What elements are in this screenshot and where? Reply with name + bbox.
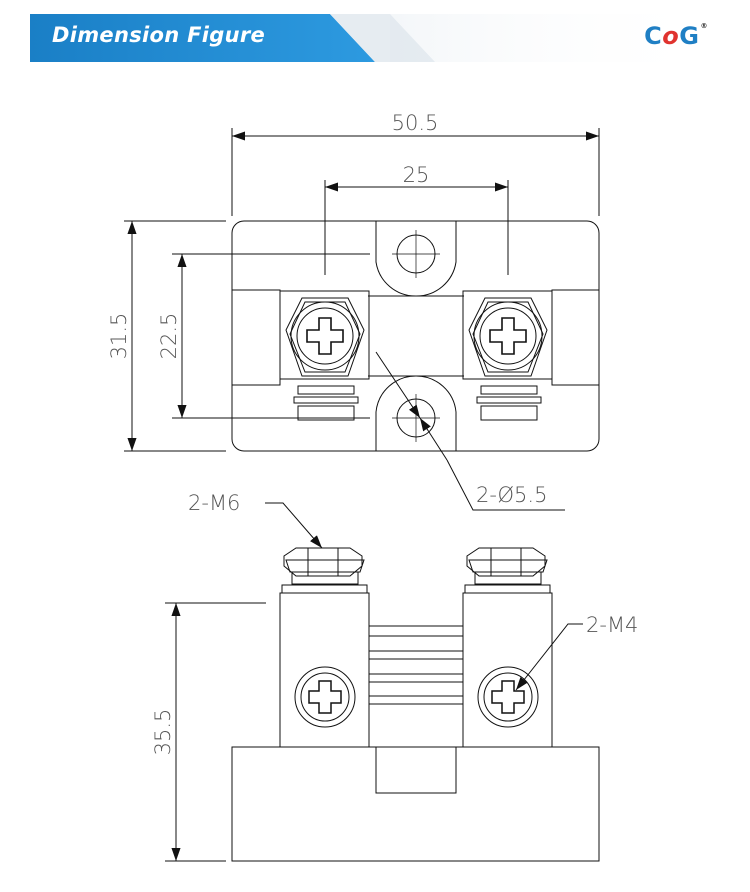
page-title: Dimension Figure (52, 23, 266, 47)
left-terminal-top (279, 290, 370, 421)
header: Dimension Figure CoG® (30, 14, 720, 62)
dim-height-total: 31.5 (107, 313, 131, 360)
logo-registered-mark: ® (700, 22, 708, 30)
header-stripe (330, 14, 720, 62)
logo-letter-c: C (644, 22, 663, 50)
title-banner (30, 14, 375, 62)
dim-height-inner: 22.5 (157, 313, 181, 360)
dim-screw-spacing: 25 (403, 163, 430, 187)
logo-letter-o: o (662, 22, 680, 50)
top-view (124, 128, 600, 511)
left-post-side (279, 547, 370, 748)
brand-logo: CoG® (644, 22, 708, 50)
side-connecting-bars (368, 625, 464, 705)
side-base-notch (375, 746, 457, 794)
side-view (165, 502, 600, 862)
dim-m4-callout: 2-M4 (586, 613, 638, 637)
side-base (231, 746, 600, 862)
logo-letter-g: G (679, 22, 700, 50)
dim-hole-callout: 2-Ø5.5 (476, 483, 547, 507)
right-terminal-top (462, 290, 553, 421)
dim-m6-callout: 2-M6 (188, 491, 240, 515)
right-post-side (462, 547, 553, 748)
top-body-outline (231, 220, 600, 452)
dim-width-total: 50.5 (392, 111, 439, 135)
dim-side-height: 35.5 (151, 709, 175, 756)
